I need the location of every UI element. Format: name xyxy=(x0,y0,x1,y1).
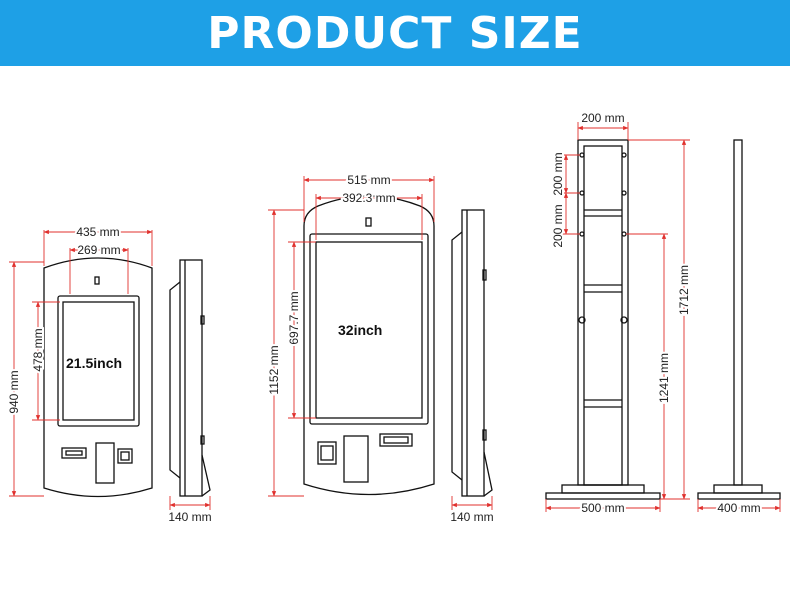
kiosk-small-front xyxy=(43,257,153,498)
kiosk-large-front xyxy=(303,195,435,496)
kiosk-large-side xyxy=(451,209,493,497)
kiosk-small-screen-label: 21.5inch xyxy=(66,355,122,371)
kiosk-small-height-label: 940 mm xyxy=(7,370,21,413)
kiosk-large-screen-width-label: 392.3 mm xyxy=(342,191,395,205)
page-title: PRODUCT SIZE xyxy=(207,7,583,59)
stand-dimensions xyxy=(545,122,781,512)
title-banner: PRODUCT SIZE xyxy=(0,0,790,66)
kiosk-small-dimensions xyxy=(9,229,211,510)
kiosk-large-screen-label: 32inch xyxy=(338,322,382,338)
kiosk-large-depth-label: 140 mm xyxy=(450,510,493,524)
kiosk-large-dimension-labels: 515 mm 392.3 mm 1152 mm 697.7 mm 140 mm xyxy=(265,171,494,524)
stand-dimension-labels: 200 mm 200 mm 200 mm 1712 mm 1241 mm 500… xyxy=(549,111,763,517)
kiosk-small-screen-height-label: 478 mm xyxy=(31,328,45,371)
kiosk-large-width-label: 515 mm xyxy=(347,173,390,187)
stand-top-width-label: 200 mm xyxy=(581,111,624,125)
kiosk-small-depth-label: 140 mm xyxy=(168,510,211,524)
kiosk-small-dimension-labels: 435 mm 269 mm 940 mm 478 mm 140 mm xyxy=(5,223,212,524)
stand-spacing-1-label: 200 mm xyxy=(551,152,565,195)
kiosk-large-dimensions xyxy=(268,176,493,510)
stand-spacing-2-label: 200 mm xyxy=(551,204,565,247)
stand-base-depth-label: 400 mm xyxy=(717,501,760,515)
kiosk-small-side xyxy=(169,259,211,497)
stand-lower-height-label: 1241 mm xyxy=(657,353,671,403)
stand-total-height-label: 1712 mm xyxy=(677,265,691,315)
stand-base-width-label: 500 mm xyxy=(581,501,624,515)
kiosk-large-height-label: 1152 mm xyxy=(267,345,281,394)
kiosk-large-screen-height-label: 697.7 mm xyxy=(287,291,301,344)
product-dimension-diagram: 21.5inch 435 mm 269 mm 940 mm 478 mm 140… xyxy=(5,111,781,524)
stand-side xyxy=(697,139,781,500)
kiosk-small-width-label: 435 mm xyxy=(76,225,119,239)
kiosk-small-screen-width-label: 269 mm xyxy=(77,243,120,257)
